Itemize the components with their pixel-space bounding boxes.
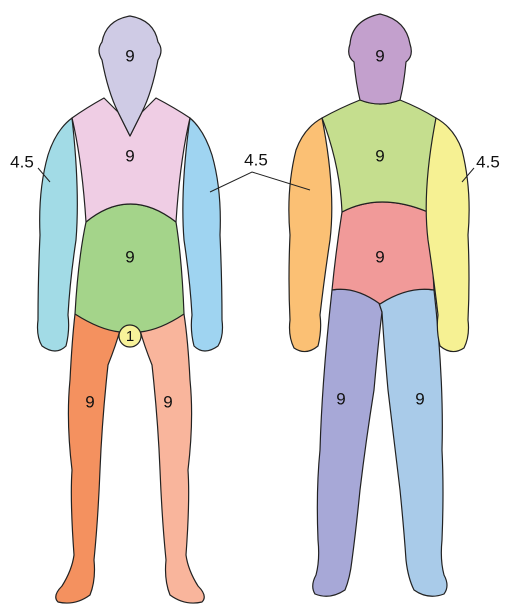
front-abdomen-label: 9 [125, 247, 134, 266]
front-right-leg-label: 9 [163, 392, 172, 411]
back-figure [289, 14, 469, 596]
back-right-arm-label: 4.5 [476, 152, 500, 171]
back-right-leg-label: 9 [415, 389, 424, 408]
back-right-leg [378, 289, 447, 596]
back-lower-label: 9 [375, 247, 384, 266]
front-chest-label: 9 [125, 146, 134, 165]
front-right-leg [140, 314, 204, 603]
front-left-leg-label: 9 [85, 392, 94, 411]
back-left-leg [313, 289, 382, 596]
front-left-arm-label: 4.5 [10, 152, 34, 171]
front-figure [38, 16, 223, 603]
back-upper-label: 9 [375, 146, 384, 165]
back-left-leg-label: 9 [336, 389, 345, 408]
front-head-label: 9 [125, 46, 134, 65]
back-head-label: 9 [375, 46, 384, 65]
back-left-arm [289, 118, 332, 352]
front-left-leg [56, 314, 120, 603]
front-left-arm [38, 118, 78, 351]
front-abdomen [75, 204, 184, 332]
front-right-arm [183, 118, 223, 351]
front-right-arm-label: 4.5 [244, 150, 268, 169]
front-groin-label: 1 [126, 328, 134, 345]
